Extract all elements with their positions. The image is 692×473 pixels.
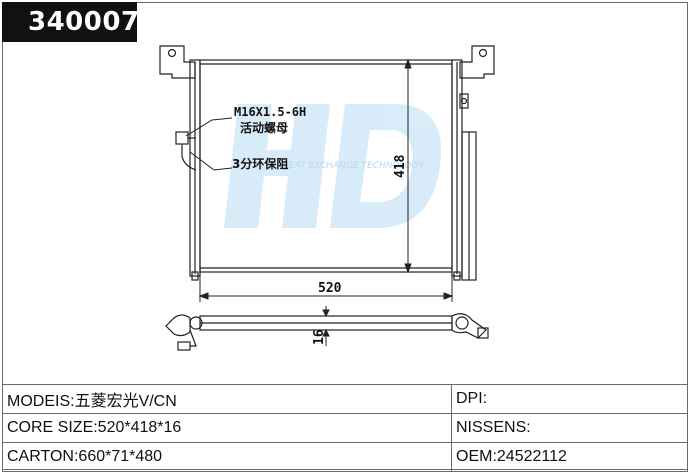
- thread-note-label: 活动螺母: [240, 120, 288, 135]
- right-header-tank: [451, 59, 463, 281]
- dpi-cell: DPI:: [451, 384, 688, 414]
- width-dimension: [198, 272, 454, 302]
- condenser-drawing: HEAT EXCHANGE TECHNOLOGY: [159, 45, 495, 351]
- inlet-fitting: [175, 131, 197, 171]
- carton-cell: CARTON:660*71*480: [2, 442, 452, 472]
- spec-row: CORE SIZE:520*418*16 NISSENS:: [2, 413, 688, 443]
- valve-note-label: 3分环保阻: [232, 156, 288, 171]
- spec-table: MODEIS:五菱宏光V/CN DPI: CORE SIZE:520*418*1…: [2, 384, 688, 472]
- nissens-cell: NISSENS:: [451, 413, 688, 443]
- svg-text:HEAT EXCHANGE TECHNOLOGY: HEAT EXCHANGE TECHNOLOGY: [282, 161, 425, 171]
- oem-cell: OEM:24522112: [451, 442, 688, 472]
- height-dimension-label: 418: [393, 154, 408, 178]
- part-number: 340007: [28, 7, 140, 37]
- height-dimension: [404, 58, 412, 274]
- right-top-bracket: [459, 45, 495, 79]
- thickness-dimension: [322, 306, 330, 346]
- receiver-drier: [459, 93, 477, 281]
- width-dimension-label: 520: [318, 281, 342, 296]
- part-number-tag: 340007: [2, 2, 140, 42]
- watermark-logo: HEAT EXCHANGE TECHNOLOGY: [224, 104, 442, 228]
- spec-row: MODEIS:五菱宏光V/CN DPI:: [2, 384, 688, 414]
- leader-lines: [185, 117, 233, 171]
- core-size-cell: CORE SIZE:520*418*16: [2, 413, 452, 443]
- thickness-dimension-label: 16: [312, 329, 327, 345]
- spec-row: CARTON:660*71*480 OEM:24522112: [2, 442, 688, 472]
- models-cell: MODEIS:五菱宏光V/CN: [2, 384, 452, 414]
- thread-spec-label: M16X1.5-6H: [234, 105, 306, 119]
